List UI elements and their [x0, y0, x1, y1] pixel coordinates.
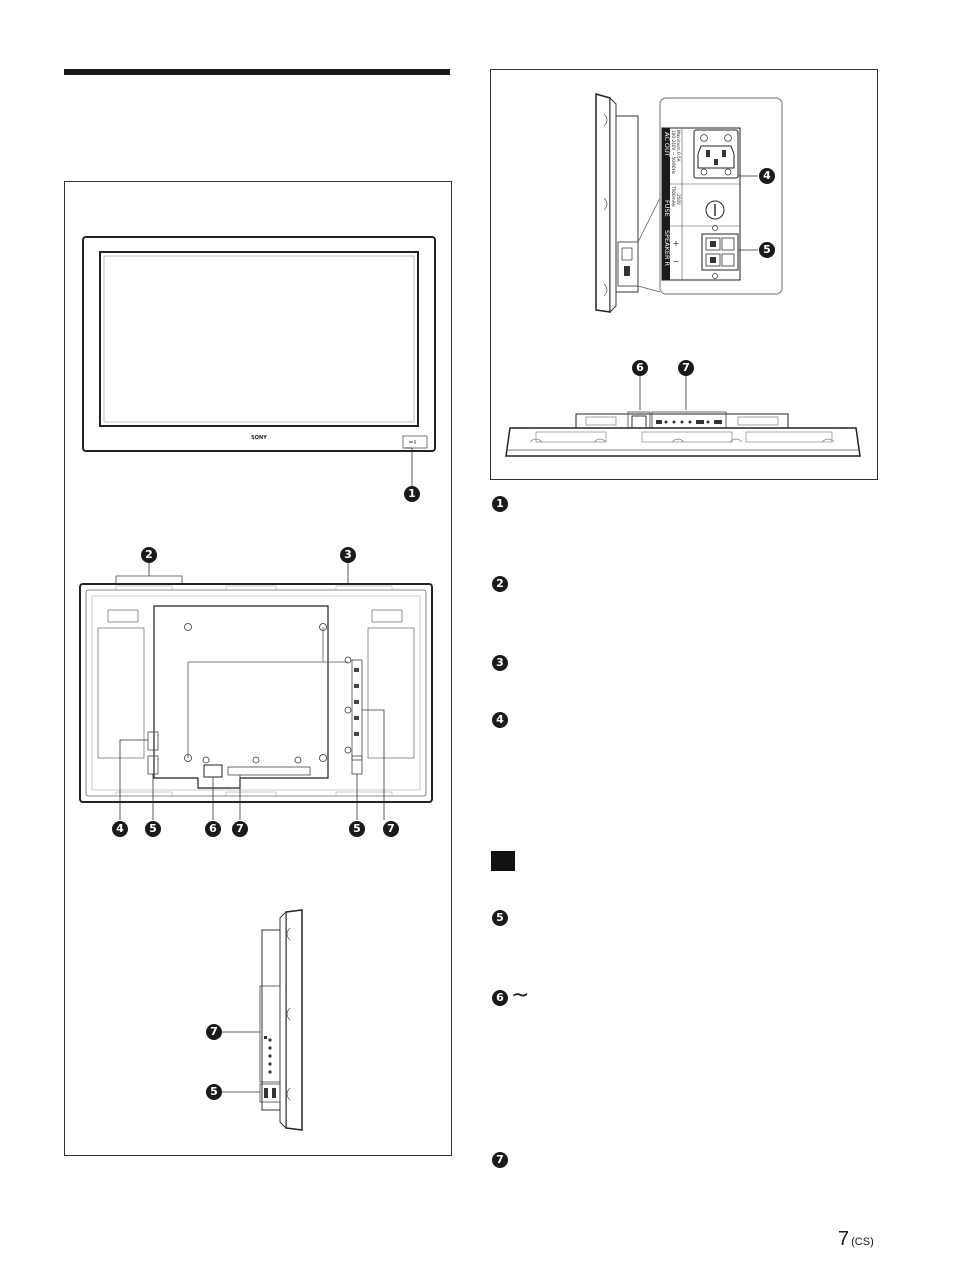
ac-symbol: ~: [511, 983, 530, 1008]
legend-number: 5: [492, 910, 508, 926]
section-heading-rule: [64, 69, 450, 75]
legend-number: 6: [492, 990, 508, 1006]
page-number-suffix: (CS): [851, 1236, 874, 1248]
page-number-value: 7: [838, 1228, 850, 1250]
callout-badge: 5: [349, 821, 365, 837]
legend-number: 2: [492, 576, 508, 592]
legend-number: 7: [492, 1152, 508, 1168]
ac-out-rating: 100-240V ~ 50/60Hz: [671, 130, 676, 175]
page-number: 7(CS): [838, 1228, 874, 1251]
fuse-rating: T500mAH: [671, 185, 676, 207]
connector-detail-diagram: AC OUT 100-240V ~ 50/60Hz Maximum 0.5A F…: [595, 93, 783, 314]
callout-badge: 4: [759, 168, 775, 184]
callout-badge: 3: [340, 547, 356, 563]
legend-number: 4: [492, 712, 508, 728]
fuse-label: FUSE: [663, 200, 671, 217]
bottom-view-diagram: [505, 376, 861, 457]
front-view-diagram: SONY: [82, 236, 436, 452]
callout-badge: 6: [205, 821, 221, 837]
ac-out-label: AC OUT: [663, 132, 671, 157]
speaker-plus: +: [673, 239, 680, 248]
fuse-voltage: 250V: [676, 194, 681, 205]
speaker-label: SPEAKER R: [663, 230, 671, 267]
callout-badge: 4: [112, 821, 128, 837]
note-marker: [491, 851, 515, 871]
legend-number: 1: [492, 496, 508, 512]
rear-view-diagram: [79, 563, 433, 820]
leader-line: [405, 447, 413, 490]
callout-badge: 7: [383, 821, 399, 837]
sony-logo: SONY: [251, 435, 267, 441]
callout-badge: 6: [632, 360, 648, 376]
ac-out-max: Maximum 0.5A: [676, 130, 681, 162]
callout-badge: 2: [141, 547, 157, 563]
callout-badge: 5: [759, 242, 775, 258]
speaker-minus: −: [673, 257, 680, 266]
callout-badge: 1: [404, 486, 420, 502]
side-view-diagram: [222, 909, 303, 1131]
callout-badge: 5: [206, 1084, 222, 1100]
callout-badge: 7: [206, 1024, 222, 1040]
callout-badge: 5: [145, 821, 161, 837]
callout-badge: 7: [678, 360, 694, 376]
legend-number: 3: [492, 655, 508, 671]
callout-badge: 7: [232, 821, 248, 837]
